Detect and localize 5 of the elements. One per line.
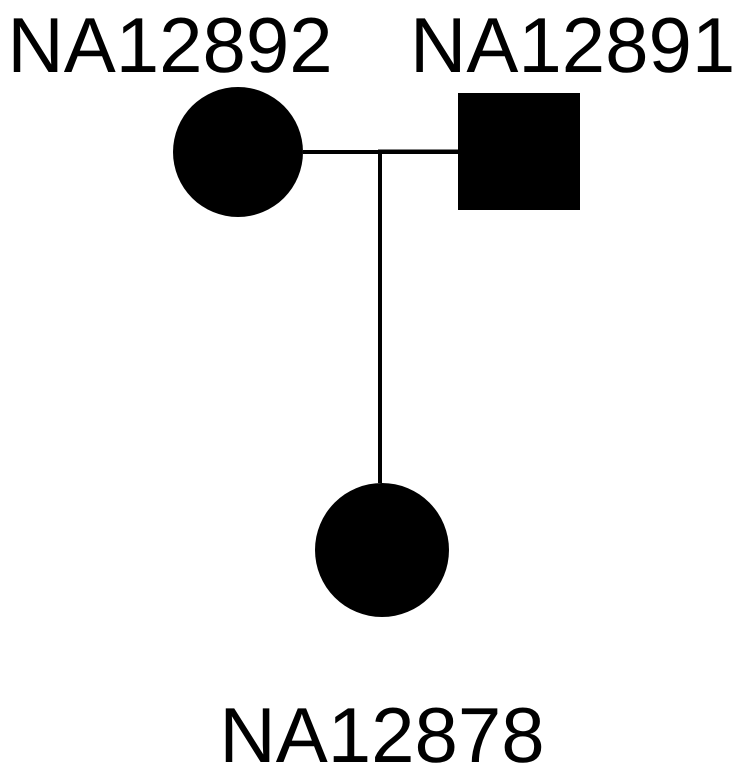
individual-id-label: NA12878 (218, 696, 546, 774)
individual-id-label: NA12892 (6, 6, 334, 84)
individual-id-label: NA12891 (410, 6, 734, 84)
descent-line (378, 150, 458, 483)
square-symbol (458, 93, 580, 210)
